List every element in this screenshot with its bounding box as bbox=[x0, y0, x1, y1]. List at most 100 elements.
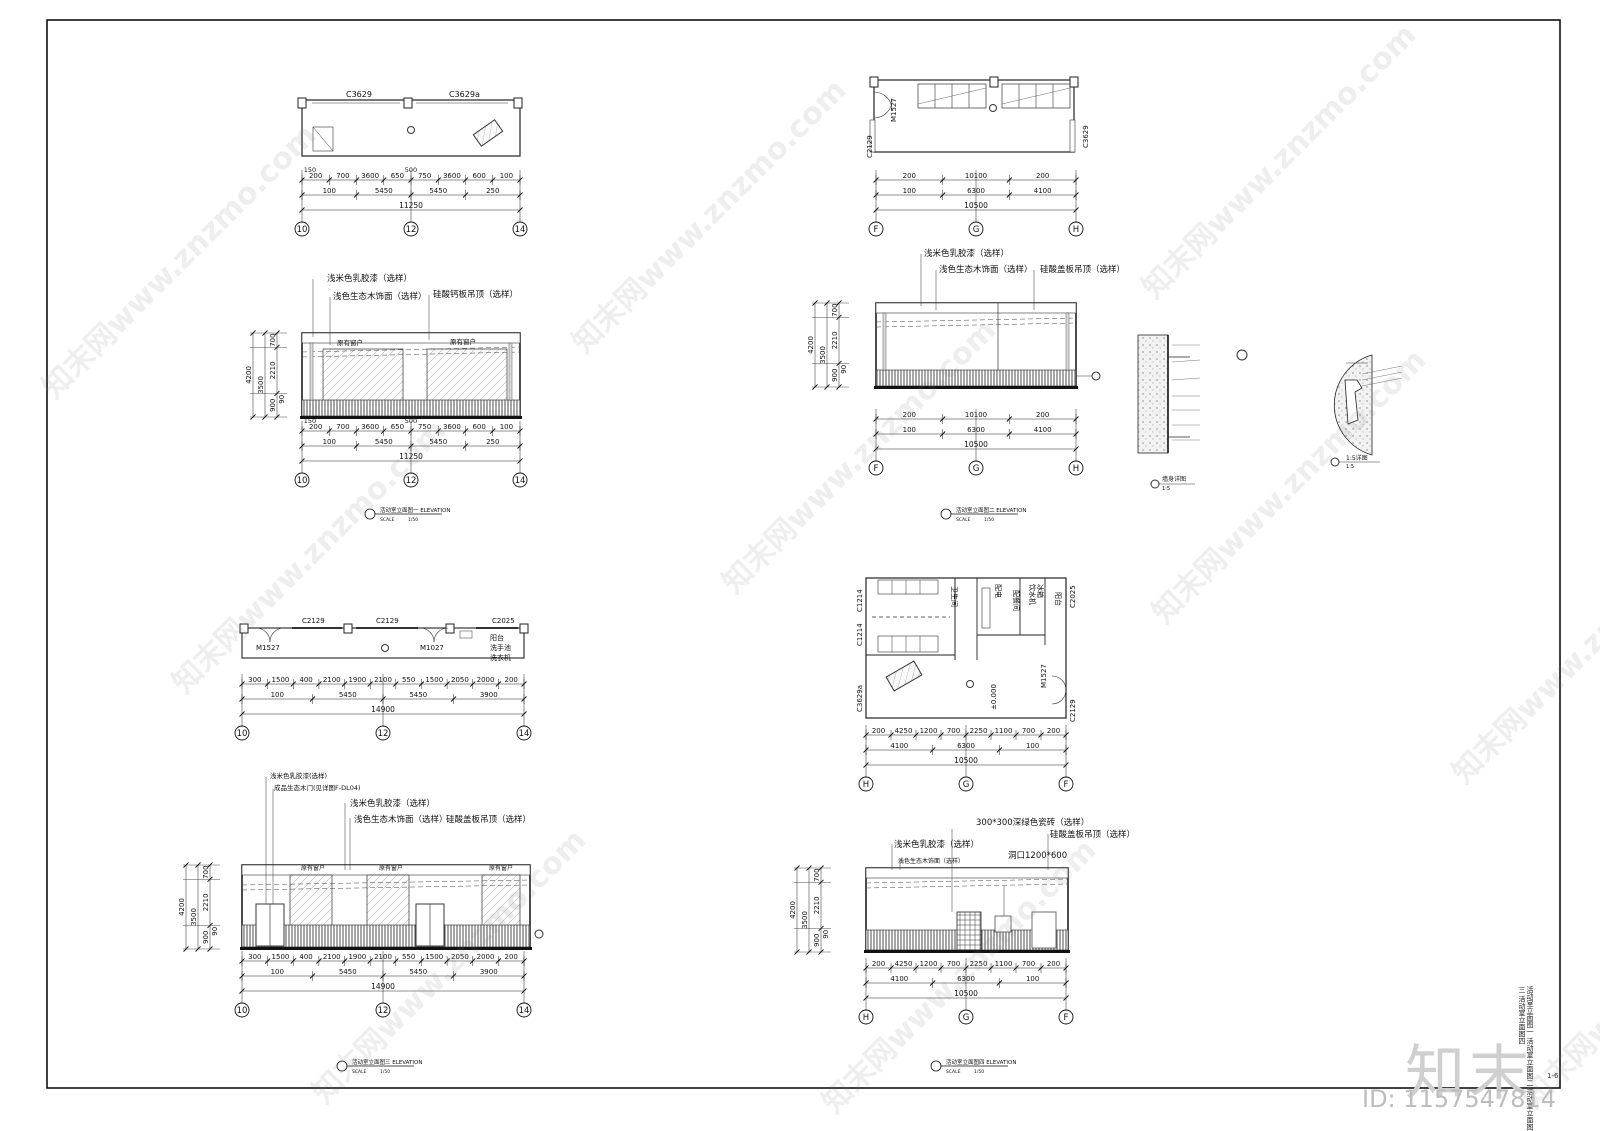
e3-note-0: 浅米色乳胶漆(选样) bbox=[270, 771, 327, 780]
dim-e1-axis-bubble-1 bbox=[403, 472, 419, 488]
vdim-e3-p4: 90 bbox=[211, 927, 219, 936]
elevation-1: 浅米色乳胶漆（选样） 浅色生态木饰面（选样） 硅酸钙板吊顶（选样） 原有窗户 原… bbox=[300, 273, 522, 419]
detail1-scale: 1:5 bbox=[1162, 486, 1170, 492]
dim-e1-top-0: 150 bbox=[304, 417, 316, 425]
dim-p3-r2-dim-3: 3900 bbox=[480, 691, 498, 699]
e1-note-1: 浅色生态木饰面（选样） bbox=[333, 291, 427, 302]
dim-p4-r1-dim-7: 200 bbox=[1047, 727, 1060, 735]
elevation-4: 300*300深绿色瓷砖（选样） 浅米色乳胶漆（选样） 硅酸盖板吊顶（选样） 浅… bbox=[864, 817, 1135, 953]
vdim-e1-p4: 90 bbox=[278, 395, 286, 404]
vdim-e2-p1: 2210 bbox=[831, 331, 839, 349]
dim-e3-r1-dim-0: 300 bbox=[248, 953, 261, 961]
dim-p1-top-0: 150 bbox=[304, 166, 316, 174]
title-e3-scale: 1/50 bbox=[380, 1069, 390, 1075]
dim-p4-r2-dim-2: 100 bbox=[1026, 742, 1039, 750]
dim-p4-r1-dim-3: 700 bbox=[947, 727, 960, 735]
dim-p1-r1-dim-7: 100 bbox=[500, 172, 513, 180]
e4-note-0: 300*300深绿色瓷砖（选样） bbox=[976, 817, 1089, 828]
dim-e2-r1-dim-0: 200 bbox=[903, 411, 916, 419]
plan4-tag-4: M1527 bbox=[1040, 664, 1048, 688]
title-e1-scale: 1/50 bbox=[408, 517, 418, 523]
dim-e4-axis-bubble-1 bbox=[958, 1009, 974, 1025]
dim-e1-axis-0: 10 bbox=[297, 476, 308, 486]
dim-e4-r1-dim-2: 1200 bbox=[920, 960, 938, 968]
dim-p3-r1-dim-4: 1900 bbox=[348, 676, 366, 684]
plan3-tag-1: C2129 bbox=[376, 617, 399, 625]
plan2-tag-2: C3629 bbox=[1082, 125, 1090, 148]
dim-p4-r1-dim-4: 2250 bbox=[970, 727, 988, 735]
dim-p2-axis-0: F bbox=[874, 225, 879, 235]
vdim-e1-p0: 700 bbox=[269, 333, 277, 346]
dim-e4-axis-bubble-0 bbox=[858, 1009, 874, 1025]
dim-e1-r1-dim-5: 3600 bbox=[443, 423, 461, 431]
plan3-tag-2: C2025 bbox=[492, 617, 515, 625]
title-e4-text: 活动室立面图四 ELEVATION bbox=[946, 1058, 1016, 1066]
dim-p1-r1-dim-0: 200 bbox=[309, 172, 322, 180]
vdim-e3-p1: 2210 bbox=[202, 893, 210, 911]
e1-win-0: 原有窗户 bbox=[337, 338, 363, 347]
e3-win-1: 原有窗户 bbox=[379, 864, 403, 872]
dim-e3-r2-dim-0: 100 bbox=[271, 968, 284, 976]
dim-p3-axis-0: 10 bbox=[237, 729, 248, 739]
title-e2-scale-label: SCALE bbox=[956, 517, 971, 523]
dim-p1-r2-dim-2: 5450 bbox=[429, 187, 447, 195]
dim-p3-axis-bubble-1 bbox=[375, 725, 391, 741]
dim-p1-axis-0: 10 bbox=[297, 225, 308, 235]
e1-win-1: 原有窗户 bbox=[450, 337, 476, 346]
plan-2: C2129 M1527 C3629 bbox=[866, 76, 1090, 158]
dim-e1-axis-1: 12 bbox=[406, 476, 417, 486]
dim-e2-axis-bubble-1 bbox=[968, 460, 984, 476]
vdim-e4-p0: 700 bbox=[813, 868, 821, 881]
plan-3: C2129 C2129 C2025 M1527 M1027 阳台 洗手池 洗衣机 bbox=[239, 617, 529, 662]
dim-p4-r1-dim-5: 1100 bbox=[995, 727, 1013, 735]
dim-p3-r1-dim-9: 2000 bbox=[477, 676, 495, 684]
dim-e2-axis-bubble-2 bbox=[1068, 460, 1084, 476]
dim-e4-r1-dim-3: 700 bbox=[947, 960, 960, 968]
dim-p1-r2-dim-1: 5450 bbox=[375, 187, 393, 195]
dim-p1-r2-dim-3: 250 bbox=[486, 187, 499, 195]
e3-win-2: 原有窗户 bbox=[489, 864, 513, 872]
vdim-e3-p0: 700 bbox=[202, 865, 210, 878]
dim-p3-axis-bubble-2 bbox=[516, 725, 532, 741]
dim-p1-axis-bubble-2 bbox=[512, 221, 528, 237]
title-e4-bubble bbox=[930, 1060, 942, 1072]
plan-1: C3629 C3629a bbox=[297, 90, 523, 157]
title-e4-scale: 1/50 bbox=[974, 1069, 984, 1075]
brand-logo: 知末 bbox=[1405, 1039, 1533, 1109]
e1-note-2: 硅酸钙板吊顶（选样） bbox=[433, 289, 518, 300]
dim-p3-r1-dim-7: 1500 bbox=[425, 676, 443, 684]
dim-e3-r1-dim-4: 1900 bbox=[348, 953, 366, 961]
plan3-tag-3: M1527 bbox=[256, 644, 280, 652]
dim-p1-axis-1: 12 bbox=[406, 225, 417, 235]
detail1-title: 墙身详图 bbox=[1162, 475, 1186, 483]
dim-p2-r2-dim-0: 100 bbox=[903, 187, 916, 195]
dim-e3-r2-dim-2: 5450 bbox=[409, 968, 427, 976]
vdim-e1-p3: 900 bbox=[269, 399, 277, 412]
dim-p4-axis-bubble-1 bbox=[958, 776, 974, 792]
title-e2-text: 活动室立面图二 ELEVATION bbox=[956, 506, 1026, 514]
dim-e3-r1-dim-7: 1500 bbox=[425, 953, 443, 961]
vdim-e2-p3: 900 bbox=[831, 369, 839, 382]
e3-note-1: 成品生态木门(见详图F-DL04) bbox=[274, 783, 361, 792]
e4-note-1: 浅米色乳胶漆（选样） bbox=[894, 839, 979, 850]
dim-p4-axis-2: F bbox=[1064, 780, 1069, 790]
dim-e1-axis-bubble-0 bbox=[294, 472, 310, 488]
dim-p2-axis-1: G bbox=[973, 225, 980, 235]
plan3-room-2: 洗衣机 bbox=[490, 653, 511, 662]
dim-e2-axis-1: G bbox=[973, 464, 980, 474]
plan4-tag-0: C1214 bbox=[856, 589, 864, 612]
dim-p3-axis-2: 14 bbox=[519, 729, 530, 739]
dim-p3-axis-1: 12 bbox=[378, 729, 389, 739]
vdim-e4-p3: 900 bbox=[813, 934, 821, 947]
dim-e2-r2-dim-0: 100 bbox=[903, 426, 916, 434]
dim-e3-r1-dim-10: 200 bbox=[504, 953, 517, 961]
